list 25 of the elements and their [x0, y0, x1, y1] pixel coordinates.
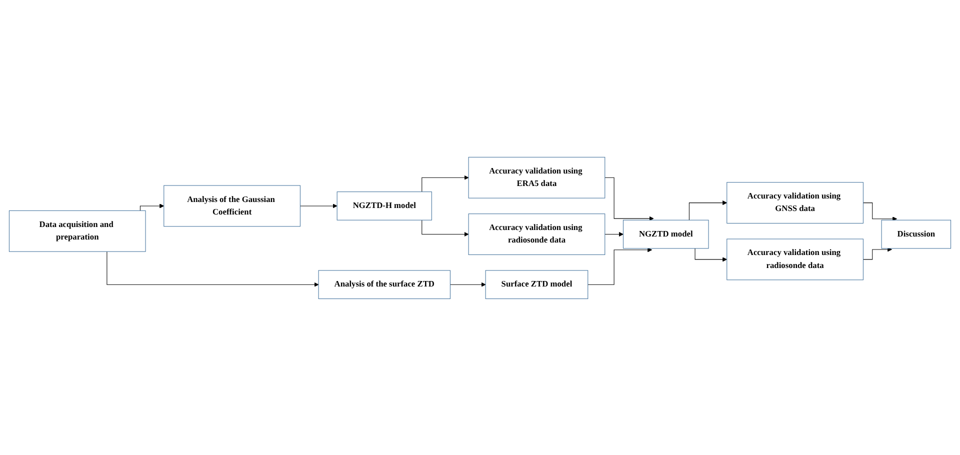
node-box [468, 213, 606, 254]
node-box [726, 182, 864, 224]
node-box [468, 156, 606, 198]
node-box [318, 270, 450, 299]
node-box [622, 219, 709, 248]
arrow [862, 246, 892, 260]
arrow [588, 247, 652, 284]
arrow [106, 250, 319, 286]
node-box [485, 270, 588, 299]
node-box [164, 184, 300, 226]
arrow [688, 200, 728, 220]
arrow [694, 248, 728, 262]
arrow [862, 202, 898, 221]
flowchart: Data acquisition and preparation Analysis of the Gaussian Coefficient NGZTD-H model Accuracy validation using ERA5 data Accuracy validation using radiosonde data Analysis of the surface ZTD Surface ZTD model NGZTD model Accuracy validation using GNSS data Accuracy validation using radiosonde data Discussion [5, 152, 955, 302]
arrow [300, 203, 338, 208]
arrow [422, 219, 469, 236]
node-box [336, 191, 432, 220]
arrow [422, 174, 469, 192]
node-box [726, 238, 864, 280]
node-box [8, 210, 146, 252]
arrow [604, 231, 624, 236]
arrow [604, 176, 654, 220]
arrow [450, 282, 486, 286]
node-box [881, 219, 952, 248]
arrow [140, 203, 164, 210]
